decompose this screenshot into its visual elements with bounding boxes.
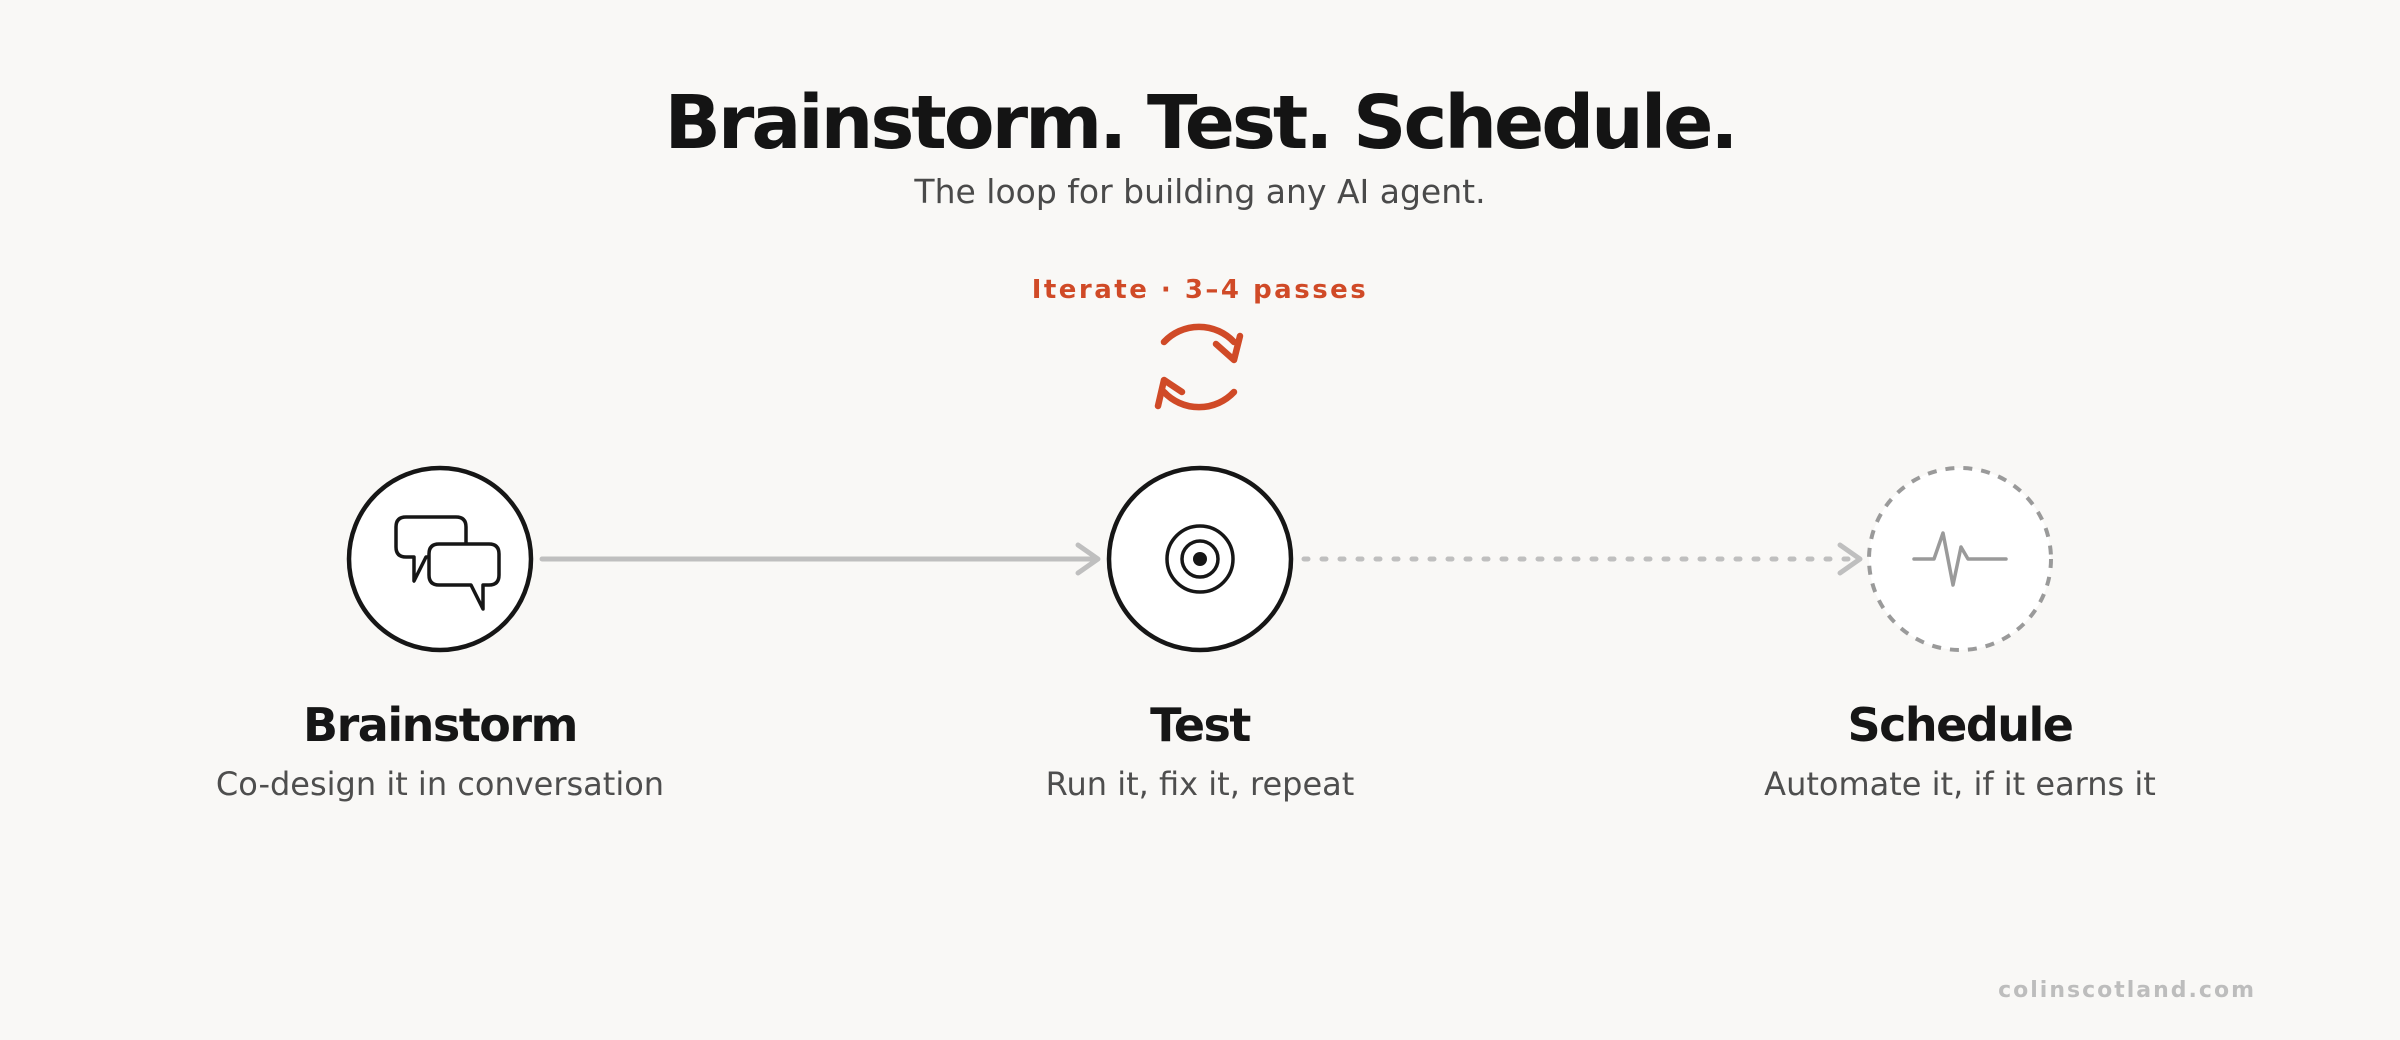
connector-test-to-schedule — [1301, 542, 1863, 576]
step-desc-schedule: Automate it, if it earns it — [1764, 765, 2156, 803]
pulse-icon — [1912, 531, 2008, 587]
iterate-label: Iterate · 3–4 passes — [1031, 275, 1369, 305]
test-node — [1106, 465, 1294, 653]
refresh-cycle-icon — [1154, 323, 1244, 411]
step-label-schedule: Schedule — [1847, 698, 2075, 752]
footer-credit: colinscotland.com — [1998, 978, 2256, 1003]
loop-lower-arc — [1160, 388, 1238, 411]
step-label-test: Test — [1150, 698, 1251, 752]
loop-lower-arrowhead — [1154, 376, 1186, 410]
loop-upper-arrowhead — [1212, 332, 1244, 364]
page-title: Brainstorm. Test. Schedule. — [664, 80, 1738, 166]
connector-brainstorm-to-test — [539, 542, 1101, 576]
step-desc-test: Run it, fix it, repeat — [1045, 765, 1355, 803]
step-label-brainstorm: Brainstorm — [303, 698, 578, 752]
schedule-node — [1867, 466, 2053, 652]
loop-upper-arc — [1160, 323, 1238, 346]
step-desc-brainstorm: Co-design it in conversation — [215, 765, 665, 803]
chat-bubbles-icon — [394, 515, 501, 611]
brainstorm-node — [346, 465, 534, 653]
target-icon — [1165, 524, 1235, 594]
page-subtitle: The loop for building any AI agent. — [914, 172, 1486, 211]
